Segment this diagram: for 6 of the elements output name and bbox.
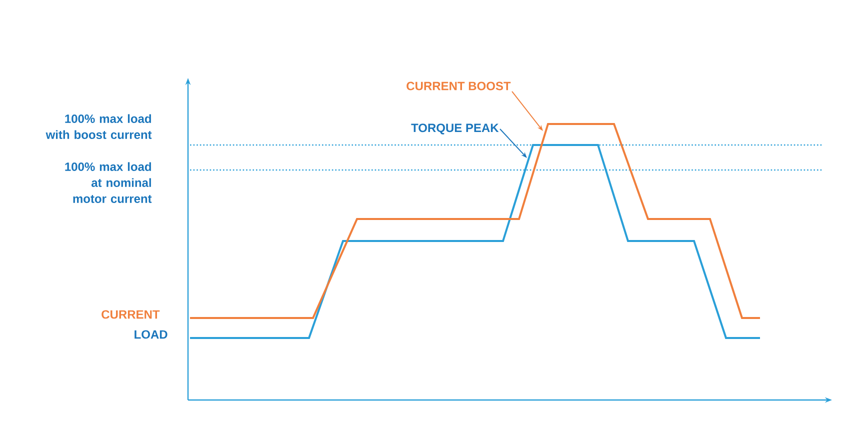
axis-label: 100% max load at nominal motor current xyxy=(65,162,152,203)
axis-label: 100% max load with boost current xyxy=(46,114,152,139)
curve-label: CURRENT xyxy=(102,310,160,319)
callout-text: CURRENT BOOST xyxy=(406,82,511,90)
callout-text: TORQUE PEAK xyxy=(411,124,499,134)
curve-label: LOAD xyxy=(134,330,168,339)
